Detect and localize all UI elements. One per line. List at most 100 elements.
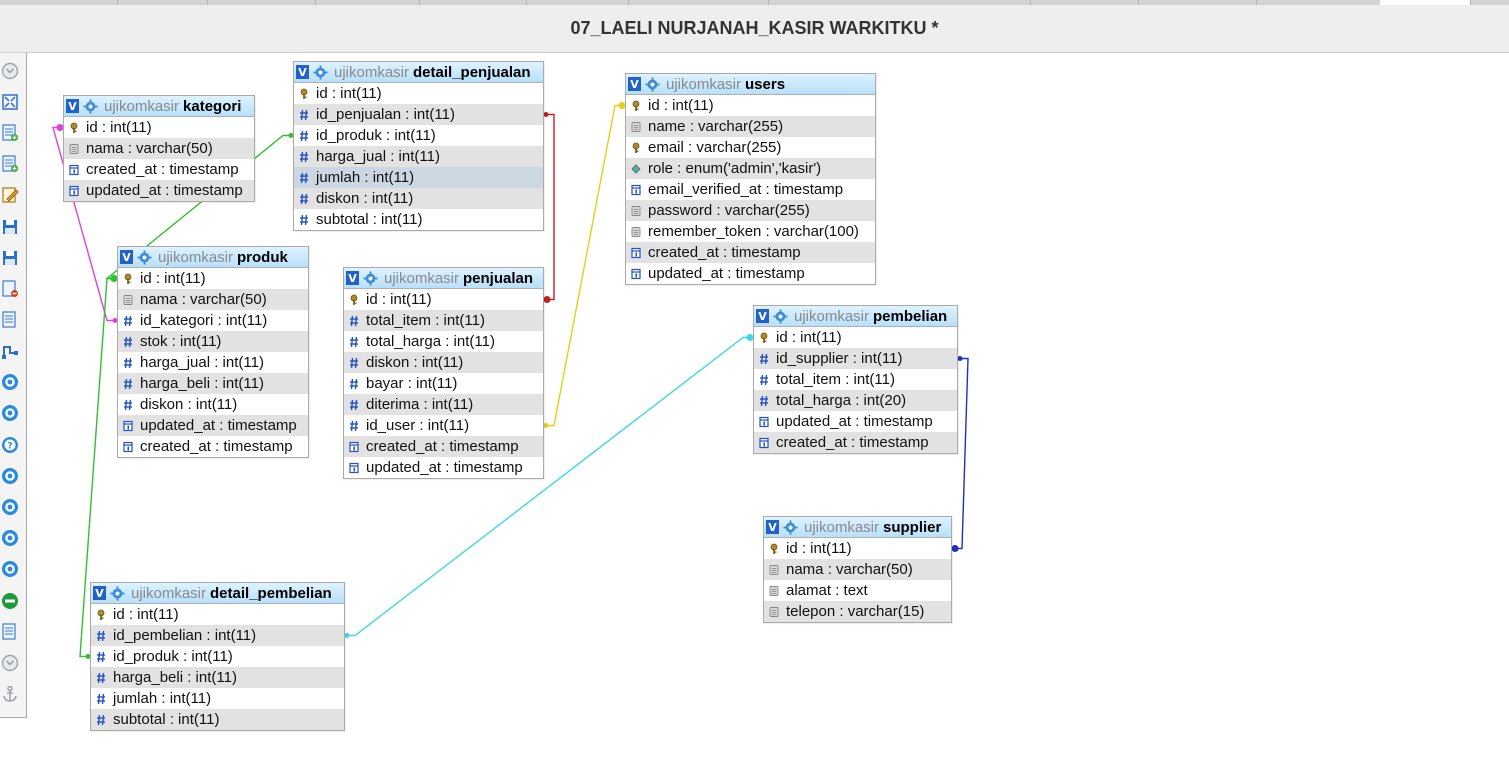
column-row[interactable]: stok : int(11) bbox=[118, 331, 308, 352]
tab[interactable] bbox=[628, 0, 769, 5]
column-row[interactable]: id : int(11) bbox=[344, 289, 543, 310]
table-options-icon[interactable] bbox=[783, 519, 804, 535]
column-row[interactable]: id_user : int(11) bbox=[344, 415, 543, 436]
column-row[interactable]: created_at : timestamp bbox=[754, 432, 957, 453]
column-row[interactable]: harga_beli : int(11) bbox=[118, 373, 308, 394]
column-row[interactable]: telepon : varchar(15) bbox=[764, 601, 951, 622]
tab[interactable] bbox=[1138, 0, 1257, 5]
reload-button[interactable] bbox=[1, 404, 19, 422]
export-button[interactable] bbox=[1, 311, 19, 329]
toggle-menu-button[interactable] bbox=[1, 62, 19, 80]
column-row[interactable]: updated_at : timestamp bbox=[64, 180, 254, 201]
small-big-button[interactable] bbox=[1, 529, 19, 547]
relation-line[interactable] bbox=[544, 113, 555, 301]
column-row[interactable]: id : int(11) bbox=[118, 268, 308, 289]
tab[interactable] bbox=[526, 0, 629, 5]
toggle-columns-button[interactable]: V bbox=[296, 65, 309, 79]
column-row[interactable]: diterima : int(11) bbox=[344, 394, 543, 415]
column-row[interactable]: updated_at : timestamp bbox=[626, 263, 875, 284]
column-row[interactable]: jumlah : int(11) bbox=[294, 167, 543, 188]
toggle-columns-button[interactable]: V bbox=[120, 250, 133, 264]
load-page-button[interactable] bbox=[1, 155, 19, 173]
table-options-icon[interactable] bbox=[645, 76, 666, 92]
toggle-columns-button[interactable]: V bbox=[756, 309, 769, 323]
column-row[interactable]: harga_beli : int(11) bbox=[91, 667, 344, 688]
column-row[interactable]: email : varchar(255) bbox=[626, 137, 875, 158]
column-row[interactable]: subtotal : int(11) bbox=[91, 709, 344, 730]
column-row[interactable]: id_supplier : int(11) bbox=[754, 348, 957, 369]
column-row[interactable]: password : varchar(255) bbox=[626, 200, 875, 221]
tab[interactable] bbox=[1030, 0, 1139, 5]
anchor-button[interactable] bbox=[1, 685, 19, 703]
column-row[interactable]: bayar : int(11) bbox=[344, 373, 543, 394]
column-row[interactable]: jumlah : int(11) bbox=[91, 688, 344, 709]
column-row[interactable]: name : varchar(255) bbox=[626, 116, 875, 137]
column-row[interactable]: nama : varchar(50) bbox=[764, 559, 951, 580]
column-row[interactable]: id : int(11) bbox=[754, 327, 957, 348]
column-row[interactable]: diskon : int(11) bbox=[118, 394, 308, 415]
column-row[interactable]: id_kategori : int(11) bbox=[118, 310, 308, 331]
toggle-columns-button[interactable]: V bbox=[766, 520, 779, 534]
column-row[interactable]: id : int(11) bbox=[91, 604, 344, 625]
toggle-keys-button[interactable] bbox=[1, 560, 19, 578]
tab[interactable] bbox=[315, 0, 420, 5]
column-row[interactable]: created_at : timestamp bbox=[344, 436, 543, 457]
tab[interactable] bbox=[117, 0, 208, 5]
save-as-button[interactable] bbox=[1, 249, 19, 267]
column-row[interactable]: id : int(11) bbox=[764, 538, 951, 559]
column-row[interactable]: harga_jual : int(11) bbox=[118, 352, 308, 373]
column-row[interactable]: role : enum('admin','kasir') bbox=[626, 158, 875, 179]
relation-button[interactable] bbox=[1, 342, 19, 360]
save-button[interactable] bbox=[1, 218, 19, 236]
column-row[interactable]: diskon : int(11) bbox=[294, 188, 543, 209]
tab[interactable] bbox=[0, 0, 118, 5]
add-table-button[interactable] bbox=[1, 124, 19, 142]
tab-active[interactable] bbox=[1380, 0, 1471, 5]
table-options-icon[interactable] bbox=[137, 249, 158, 265]
column-row[interactable]: total_item : int(11) bbox=[344, 310, 543, 331]
collapse-menu-button[interactable] bbox=[1, 654, 19, 672]
table-options-icon[interactable] bbox=[773, 308, 794, 324]
toggle-relations-button[interactable] bbox=[1, 592, 19, 610]
snap-to-grid-button[interactable] bbox=[1, 498, 19, 516]
table-options-icon[interactable] bbox=[363, 270, 384, 286]
tab[interactable] bbox=[207, 0, 316, 5]
column-row[interactable]: updated_at : timestamp bbox=[118, 415, 308, 436]
column-row[interactable]: id : int(11) bbox=[64, 117, 254, 138]
column-row[interactable]: remember_token : varchar(100) bbox=[626, 221, 875, 242]
column-row[interactable]: subtotal : int(11) bbox=[294, 209, 543, 230]
column-row[interactable]: total_harga : int(20) bbox=[754, 390, 957, 411]
help-button[interactable]: ? bbox=[1, 436, 19, 454]
delete-page-button[interactable] bbox=[1, 280, 19, 298]
column-row[interactable]: updated_at : timestamp bbox=[754, 411, 957, 432]
column-row[interactable]: id_produk : int(11) bbox=[294, 125, 543, 146]
toggle-columns-button[interactable]: V bbox=[346, 271, 359, 285]
column-row[interactable]: diskon : int(11) bbox=[344, 352, 543, 373]
show-all-button[interactable] bbox=[1, 373, 19, 391]
column-row[interactable]: id : int(11) bbox=[626, 95, 875, 116]
column-row[interactable]: id_pembelian : int(11) bbox=[91, 625, 344, 646]
column-row[interactable]: created_at : timestamp bbox=[64, 159, 254, 180]
fullscreen-button[interactable] bbox=[1, 93, 19, 111]
toggle-columns-button[interactable]: V bbox=[66, 99, 79, 113]
column-row[interactable]: nama : varchar(50) bbox=[64, 138, 254, 159]
relation-line[interactable] bbox=[544, 104, 625, 427]
column-row[interactable]: email_verified_at : timestamp bbox=[626, 179, 875, 200]
table-options-icon[interactable] bbox=[110, 585, 131, 601]
tab[interactable] bbox=[768, 0, 1031, 5]
tab[interactable] bbox=[419, 0, 527, 5]
column-row[interactable]: created_at : timestamp bbox=[626, 242, 875, 263]
